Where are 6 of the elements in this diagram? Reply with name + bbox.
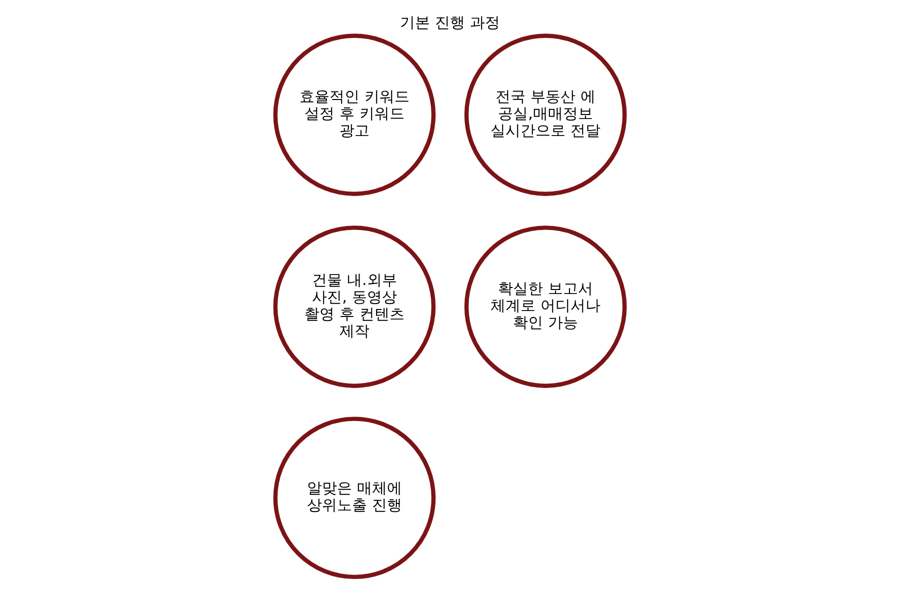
node-circle: 효율적인 키워드 설정 후 키워드 광고 (273, 34, 436, 196)
node-circle: 전국 부동산 에 공실,매매정보 실시간으로 전달 (464, 34, 627, 196)
diagram-title: 기본 진행 과정 (400, 14, 500, 32)
node-circle: 알맞은 매체에 상위노출 진행 (273, 416, 436, 580)
node-circle: 건물 내.외부 사진, 동영상 촬영 후 컨텐츠 제작 (273, 226, 436, 388)
node-circle: 확실한 보고서 체계로 어디서나 확인 가능 (464, 226, 627, 388)
